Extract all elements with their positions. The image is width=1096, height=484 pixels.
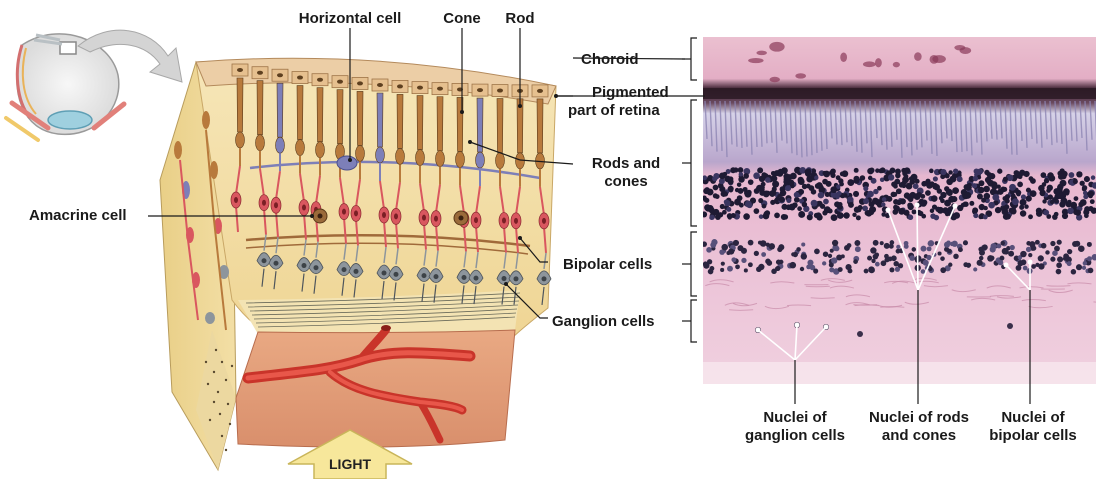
label-pigmented-1: Pigmented bbox=[592, 84, 669, 101]
label-rods-cones-2: cones bbox=[575, 173, 677, 190]
label-choroid: Choroid bbox=[581, 51, 639, 68]
histology-micrograph bbox=[701, 37, 1096, 384]
cone-cell bbox=[277, 83, 283, 137]
rod-cell bbox=[317, 88, 323, 142]
rod-cell bbox=[497, 99, 503, 153]
label-cone: Cone bbox=[437, 10, 487, 27]
label-rods-cones-1: Rods and bbox=[575, 155, 677, 172]
label-rod: Rod bbox=[500, 10, 540, 27]
label-pigmented-2: part of retina bbox=[568, 102, 660, 119]
label-nuclei-rods-1: Nuclei of rods bbox=[855, 409, 983, 426]
label-amacrine-cell: Amacrine cell bbox=[29, 207, 127, 224]
label-ganglion-cells: Ganglion cells bbox=[552, 313, 655, 330]
eye-inset-icon bbox=[6, 34, 124, 140]
label-nuclei-bipolar-2: bipolar cells bbox=[978, 427, 1088, 444]
label-bipolar-cells: Bipolar cells bbox=[563, 256, 652, 273]
rod-cell bbox=[537, 99, 543, 153]
rod-cell bbox=[417, 96, 423, 150]
rod-cell bbox=[437, 97, 443, 151]
retina-block bbox=[160, 58, 556, 470]
rod-cell bbox=[237, 78, 243, 132]
label-nuclei-bipolar-1: Nuclei of bbox=[978, 409, 1088, 426]
cone-cell bbox=[377, 93, 383, 147]
rod-cell bbox=[297, 86, 303, 140]
label-nuclei-rods-2: and cones bbox=[855, 427, 983, 444]
layer-brackets bbox=[682, 38, 697, 342]
label-horizontal-cell: Horizontal cell bbox=[284, 10, 416, 27]
horizontal-cell-body bbox=[337, 156, 357, 170]
rod-cell bbox=[257, 81, 263, 135]
rod-cell bbox=[337, 90, 343, 144]
rod-cell bbox=[397, 94, 403, 148]
label-nuclei-ganglion-2: ganglion cells bbox=[735, 427, 855, 444]
label-nuclei-ganglion-1: Nuclei of bbox=[735, 409, 855, 426]
rod-cell bbox=[357, 91, 363, 145]
label-light: LIGHT bbox=[310, 456, 390, 472]
cone-cell bbox=[477, 98, 483, 152]
